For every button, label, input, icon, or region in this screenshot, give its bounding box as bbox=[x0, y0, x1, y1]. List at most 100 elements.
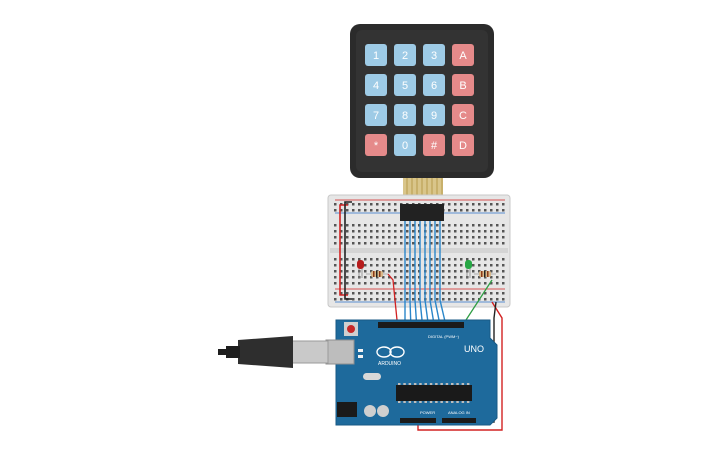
breadboard-hole bbox=[490, 292, 493, 295]
key-8[interactable]: 8 bbox=[394, 104, 416, 126]
key-d[interactable]: D bbox=[452, 134, 474, 156]
breadboard-hole bbox=[340, 292, 343, 295]
breadboard-hole bbox=[454, 264, 457, 267]
breadboard-hole bbox=[334, 264, 337, 267]
breadboard-hole bbox=[472, 258, 475, 261]
key-0[interactable]: 0 bbox=[394, 134, 416, 156]
breadboard-hole bbox=[352, 276, 355, 279]
key-4[interactable]: 4 bbox=[365, 74, 387, 96]
breadboard-hole bbox=[400, 236, 403, 239]
usb-cable[interactable] bbox=[218, 336, 329, 368]
key-5[interactable]: 5 bbox=[394, 74, 416, 96]
breadboard-hole bbox=[400, 242, 403, 245]
breadboard-hole bbox=[418, 276, 421, 279]
key-9[interactable]: 9 bbox=[423, 104, 445, 126]
breadboard-hole bbox=[502, 292, 505, 295]
key-hash[interactable]: # bbox=[423, 134, 445, 156]
breadboard-hole bbox=[430, 258, 433, 261]
breadboard-hole bbox=[364, 276, 367, 279]
crystal-oscillator bbox=[363, 373, 381, 380]
breadboard-hole bbox=[460, 203, 463, 206]
led-green[interactable] bbox=[465, 260, 472, 278]
key-face bbox=[452, 104, 474, 126]
key-6[interactable]: 6 bbox=[423, 74, 445, 96]
breadboard-hole bbox=[436, 258, 439, 261]
breadboard-hole bbox=[502, 282, 505, 285]
breadboard-hole bbox=[358, 258, 361, 261]
breadboard-hole bbox=[496, 276, 499, 279]
breadboard-hole bbox=[448, 292, 451, 295]
breadboard-hole bbox=[364, 264, 367, 267]
key-c[interactable]: C bbox=[452, 104, 474, 126]
key-a[interactable]: A bbox=[452, 44, 474, 66]
breadboard-hole bbox=[490, 230, 493, 233]
led-red[interactable] bbox=[357, 260, 364, 278]
breadboard-hole bbox=[334, 258, 337, 261]
arduino-model-label: UNO bbox=[464, 344, 484, 354]
breadboard-hole bbox=[352, 258, 355, 261]
breadboard-hole bbox=[484, 209, 487, 212]
power-jack[interactable] bbox=[337, 402, 357, 417]
breadboard-center-channel bbox=[330, 248, 508, 253]
breadboard-hole bbox=[382, 270, 385, 273]
breadboard-hole bbox=[460, 242, 463, 245]
key-3[interactable]: 3 bbox=[423, 44, 445, 66]
breadboard-hole bbox=[370, 298, 373, 301]
rail-wires-left[interactable] bbox=[339, 201, 352, 300]
breadboard-hole bbox=[436, 230, 439, 233]
arduino-uno-board[interactable]: ARDUINO UNO DIGITAL (PWM~) POWER ANALOG … bbox=[325, 319, 498, 426]
breadboard-hole bbox=[478, 242, 481, 245]
breadboard-hole bbox=[460, 270, 463, 273]
wire-red-led[interactable] bbox=[387, 273, 399, 331]
breadboard-hole bbox=[478, 203, 481, 206]
analog-header bbox=[442, 418, 476, 423]
key-1[interactable]: 1 bbox=[365, 44, 387, 66]
digital-pins-label: DIGITAL (PWM~) bbox=[428, 334, 460, 339]
breadboard-hole bbox=[352, 230, 355, 233]
key-label: 9 bbox=[431, 110, 437, 122]
breadboard-hole bbox=[334, 292, 337, 295]
key-b[interactable]: B bbox=[452, 74, 474, 96]
key-star[interactable]: * bbox=[365, 134, 387, 156]
wire-power-red[interactable] bbox=[417, 301, 503, 431]
breadboard-hole bbox=[340, 264, 343, 267]
breadboard-hole bbox=[412, 292, 415, 295]
rx-led bbox=[358, 355, 363, 358]
breadboard-hole bbox=[442, 282, 445, 285]
breadboard-hole bbox=[352, 292, 355, 295]
keypad-header-connector bbox=[400, 204, 444, 221]
breadboard-hole bbox=[490, 203, 493, 206]
breadboard-hole bbox=[442, 270, 445, 273]
breadboard-hole bbox=[388, 236, 391, 239]
breadboard-hole bbox=[412, 264, 415, 267]
breadboard-hole bbox=[376, 209, 379, 212]
breadboard-hole bbox=[442, 242, 445, 245]
resistor-red-led[interactable] bbox=[366, 271, 388, 277]
key-2[interactable]: 2 bbox=[394, 44, 416, 66]
breadboard-hole bbox=[442, 292, 445, 295]
breadboard-hole bbox=[478, 230, 481, 233]
breadboard-hole bbox=[352, 270, 355, 273]
key-face bbox=[423, 134, 445, 156]
breadboard-hole bbox=[340, 258, 343, 261]
breadboard-hole bbox=[436, 276, 439, 279]
breadboard-hole bbox=[340, 276, 343, 279]
breadboard-hole bbox=[364, 270, 367, 273]
power-header bbox=[400, 418, 436, 423]
breadboard-hole bbox=[436, 282, 439, 285]
breadboard-hole bbox=[448, 258, 451, 261]
breadboard-hole bbox=[436, 242, 439, 245]
key-7[interactable]: 7 bbox=[365, 104, 387, 126]
breadboard-hole bbox=[388, 298, 391, 301]
resistor-green-led[interactable] bbox=[474, 271, 496, 277]
capacitor-2 bbox=[377, 405, 389, 417]
breadboard-hole bbox=[430, 276, 433, 279]
chip-pin bbox=[424, 401, 427, 403]
key-label: 7 bbox=[373, 110, 379, 122]
breadboard-hole bbox=[442, 264, 445, 267]
chip-pin bbox=[451, 401, 454, 403]
breadboard-hole bbox=[502, 258, 505, 261]
breadboard-hole bbox=[472, 242, 475, 245]
